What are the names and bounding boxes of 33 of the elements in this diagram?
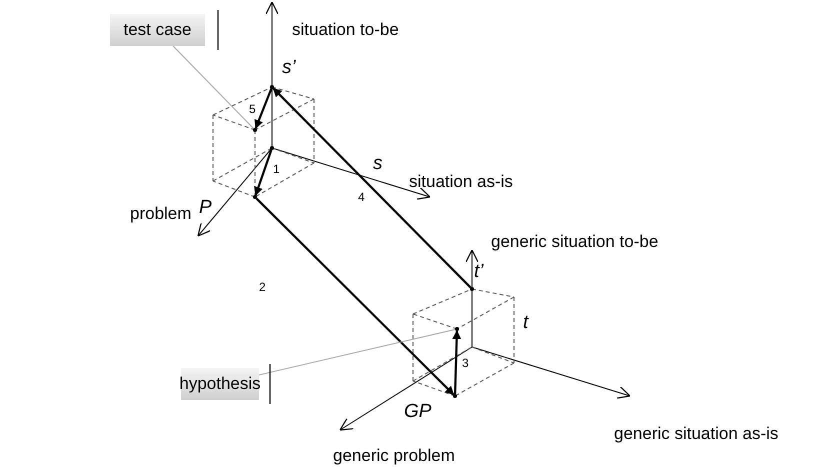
point-marker <box>270 146 274 150</box>
axis-label: situation as-is <box>409 172 513 192</box>
point-marker <box>253 128 257 132</box>
arrow <box>254 150 272 196</box>
leader-line <box>258 328 456 376</box>
point-label: t’ <box>474 262 484 282</box>
point-label: GP <box>404 402 432 422</box>
axis-label: situation to-be <box>292 20 399 40</box>
axis-label: generic situation to-be <box>491 232 658 252</box>
axis-label: generic situation as-is <box>614 424 778 444</box>
point-marker <box>453 394 457 398</box>
edge-label: 1 <box>273 162 280 176</box>
arrow <box>452 330 462 394</box>
axis-label: problem <box>130 204 192 224</box>
point-marker <box>455 327 459 331</box>
edge-label: 2 <box>259 280 266 294</box>
axis-point-label: t <box>523 313 528 333</box>
edge-label: 4 <box>358 190 365 204</box>
axis-point-label: s <box>373 154 382 174</box>
edge-label: 3 <box>462 356 469 370</box>
arrow <box>256 198 454 396</box>
point-marker <box>253 195 257 199</box>
point-marker <box>470 287 474 291</box>
callout-box: hypothesis <box>181 368 259 400</box>
point-label: s’ <box>282 58 296 78</box>
callout-box: test case <box>110 14 205 46</box>
axis-label: generic problem <box>333 446 455 466</box>
leader-line <box>172 46 254 130</box>
arrow <box>254 88 272 129</box>
arrow <box>272 88 472 288</box>
point-marker <box>270 85 274 89</box>
edge-label: 5 <box>249 102 256 116</box>
point-label: P <box>199 198 212 218</box>
